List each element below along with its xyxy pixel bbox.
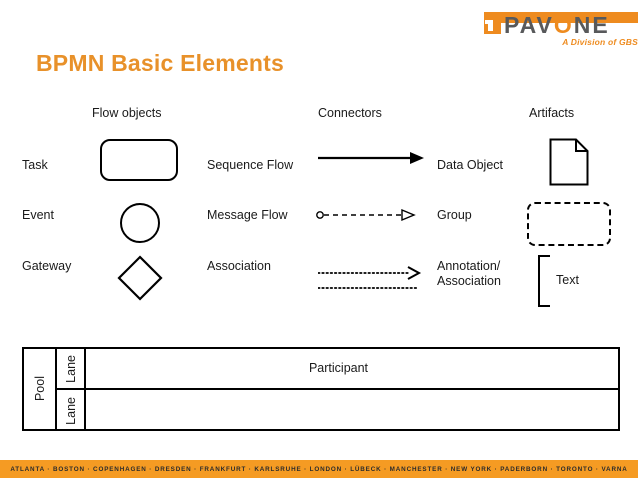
lane-top-header: Lane — [57, 349, 86, 388]
label-annotation-association: Annotation/Association — [437, 259, 501, 289]
label-data-object: Data Object — [437, 158, 504, 172]
label-annotation-line1: Annotation/ — [437, 259, 501, 273]
data-object-shape-icon — [549, 138, 589, 186]
label-message-flow: Message Flow — [207, 208, 288, 222]
association-arrow-icon — [317, 266, 422, 302]
logo-wordmark-o: O — [553, 12, 574, 38]
header-orange-bar — [484, 12, 638, 23]
participant-label: Participant — [308, 361, 369, 375]
lane-bottom: Lane — [57, 390, 620, 431]
lane-top: Lane Participant — [57, 349, 620, 390]
pavone-logo: PAVONE A Division of GBS — [484, 12, 638, 48]
annotation-text: Text — [556, 273, 579, 287]
pool-label: Pool — [32, 376, 47, 402]
task-shape — [100, 139, 178, 181]
label-gateway: Gateway — [22, 259, 72, 273]
label-annotation-line2: Association — [437, 274, 501, 288]
pavone-logo-mark-icon — [484, 17, 501, 34]
label-association: Association — [207, 259, 271, 273]
pool-diagram: Pool Lane Participant Lane — [22, 347, 620, 431]
annotation-bracket-icon — [538, 255, 550, 307]
column-header-flow-objects: Flow objects — [92, 106, 162, 120]
footer-cities: ATLANTA · BOSTON · COPENHAGEN · DRESDEN … — [10, 465, 628, 473]
logo-mark-glyph — [485, 20, 493, 31]
message-flow-arrow-icon — [316, 207, 416, 223]
lane-bottom-header: Lane — [57, 390, 86, 431]
lane-bottom-label: Lane — [63, 396, 78, 425]
label-group: Group — [437, 208, 472, 222]
logo-wordmark-pre: PAV — [504, 12, 554, 38]
label-event: Event — [22, 208, 54, 222]
annotation-shape: Text — [538, 255, 608, 307]
column-header-artifacts: Artifacts — [529, 106, 575, 120]
label-task: Task — [22, 158, 48, 172]
pool-header: Pool — [24, 349, 57, 429]
footer-bar: ATLANTA · BOSTON · COPENHAGEN · DRESDEN … — [0, 460, 638, 478]
logo-wordmark-post: NE — [573, 12, 610, 38]
group-shape — [527, 202, 611, 246]
sequence-flow-arrow-icon — [318, 148, 424, 168]
column-header-connectors: Connectors — [318, 106, 382, 120]
page-title: BPMN Basic Elements — [36, 50, 284, 76]
gateway-shape — [117, 255, 163, 301]
logo-tagline: A Division of GBS — [562, 37, 638, 47]
logo-wordmark: PAVONE — [504, 12, 610, 38]
label-sequence-flow: Sequence Flow — [207, 158, 294, 172]
event-shape — [120, 203, 160, 243]
